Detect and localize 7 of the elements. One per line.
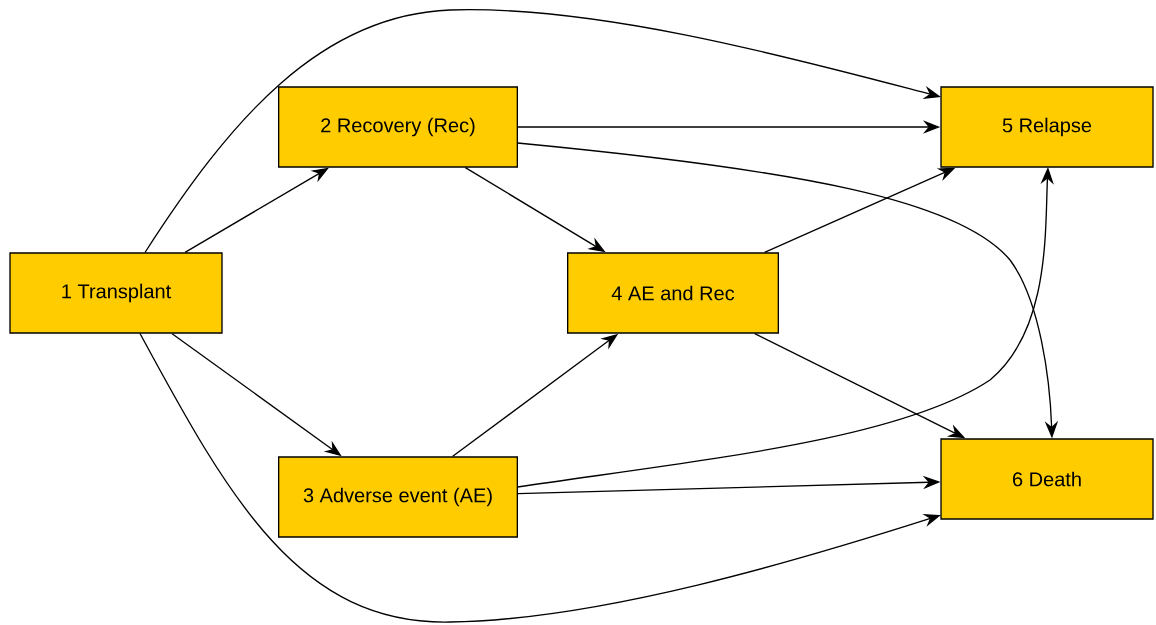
state-box: 4 AE and Rec [567, 252, 779, 334]
state-box: 5 Relapse [940, 86, 1154, 168]
state-box: 2 Recovery (Rec) [278, 86, 518, 168]
state-box: 6 Death [940, 438, 1154, 520]
arrow [184, 167, 329, 253]
state-box: 3 Adverse event (AE) [278, 456, 518, 538]
state-box: 1 Transplant [9, 252, 223, 334]
